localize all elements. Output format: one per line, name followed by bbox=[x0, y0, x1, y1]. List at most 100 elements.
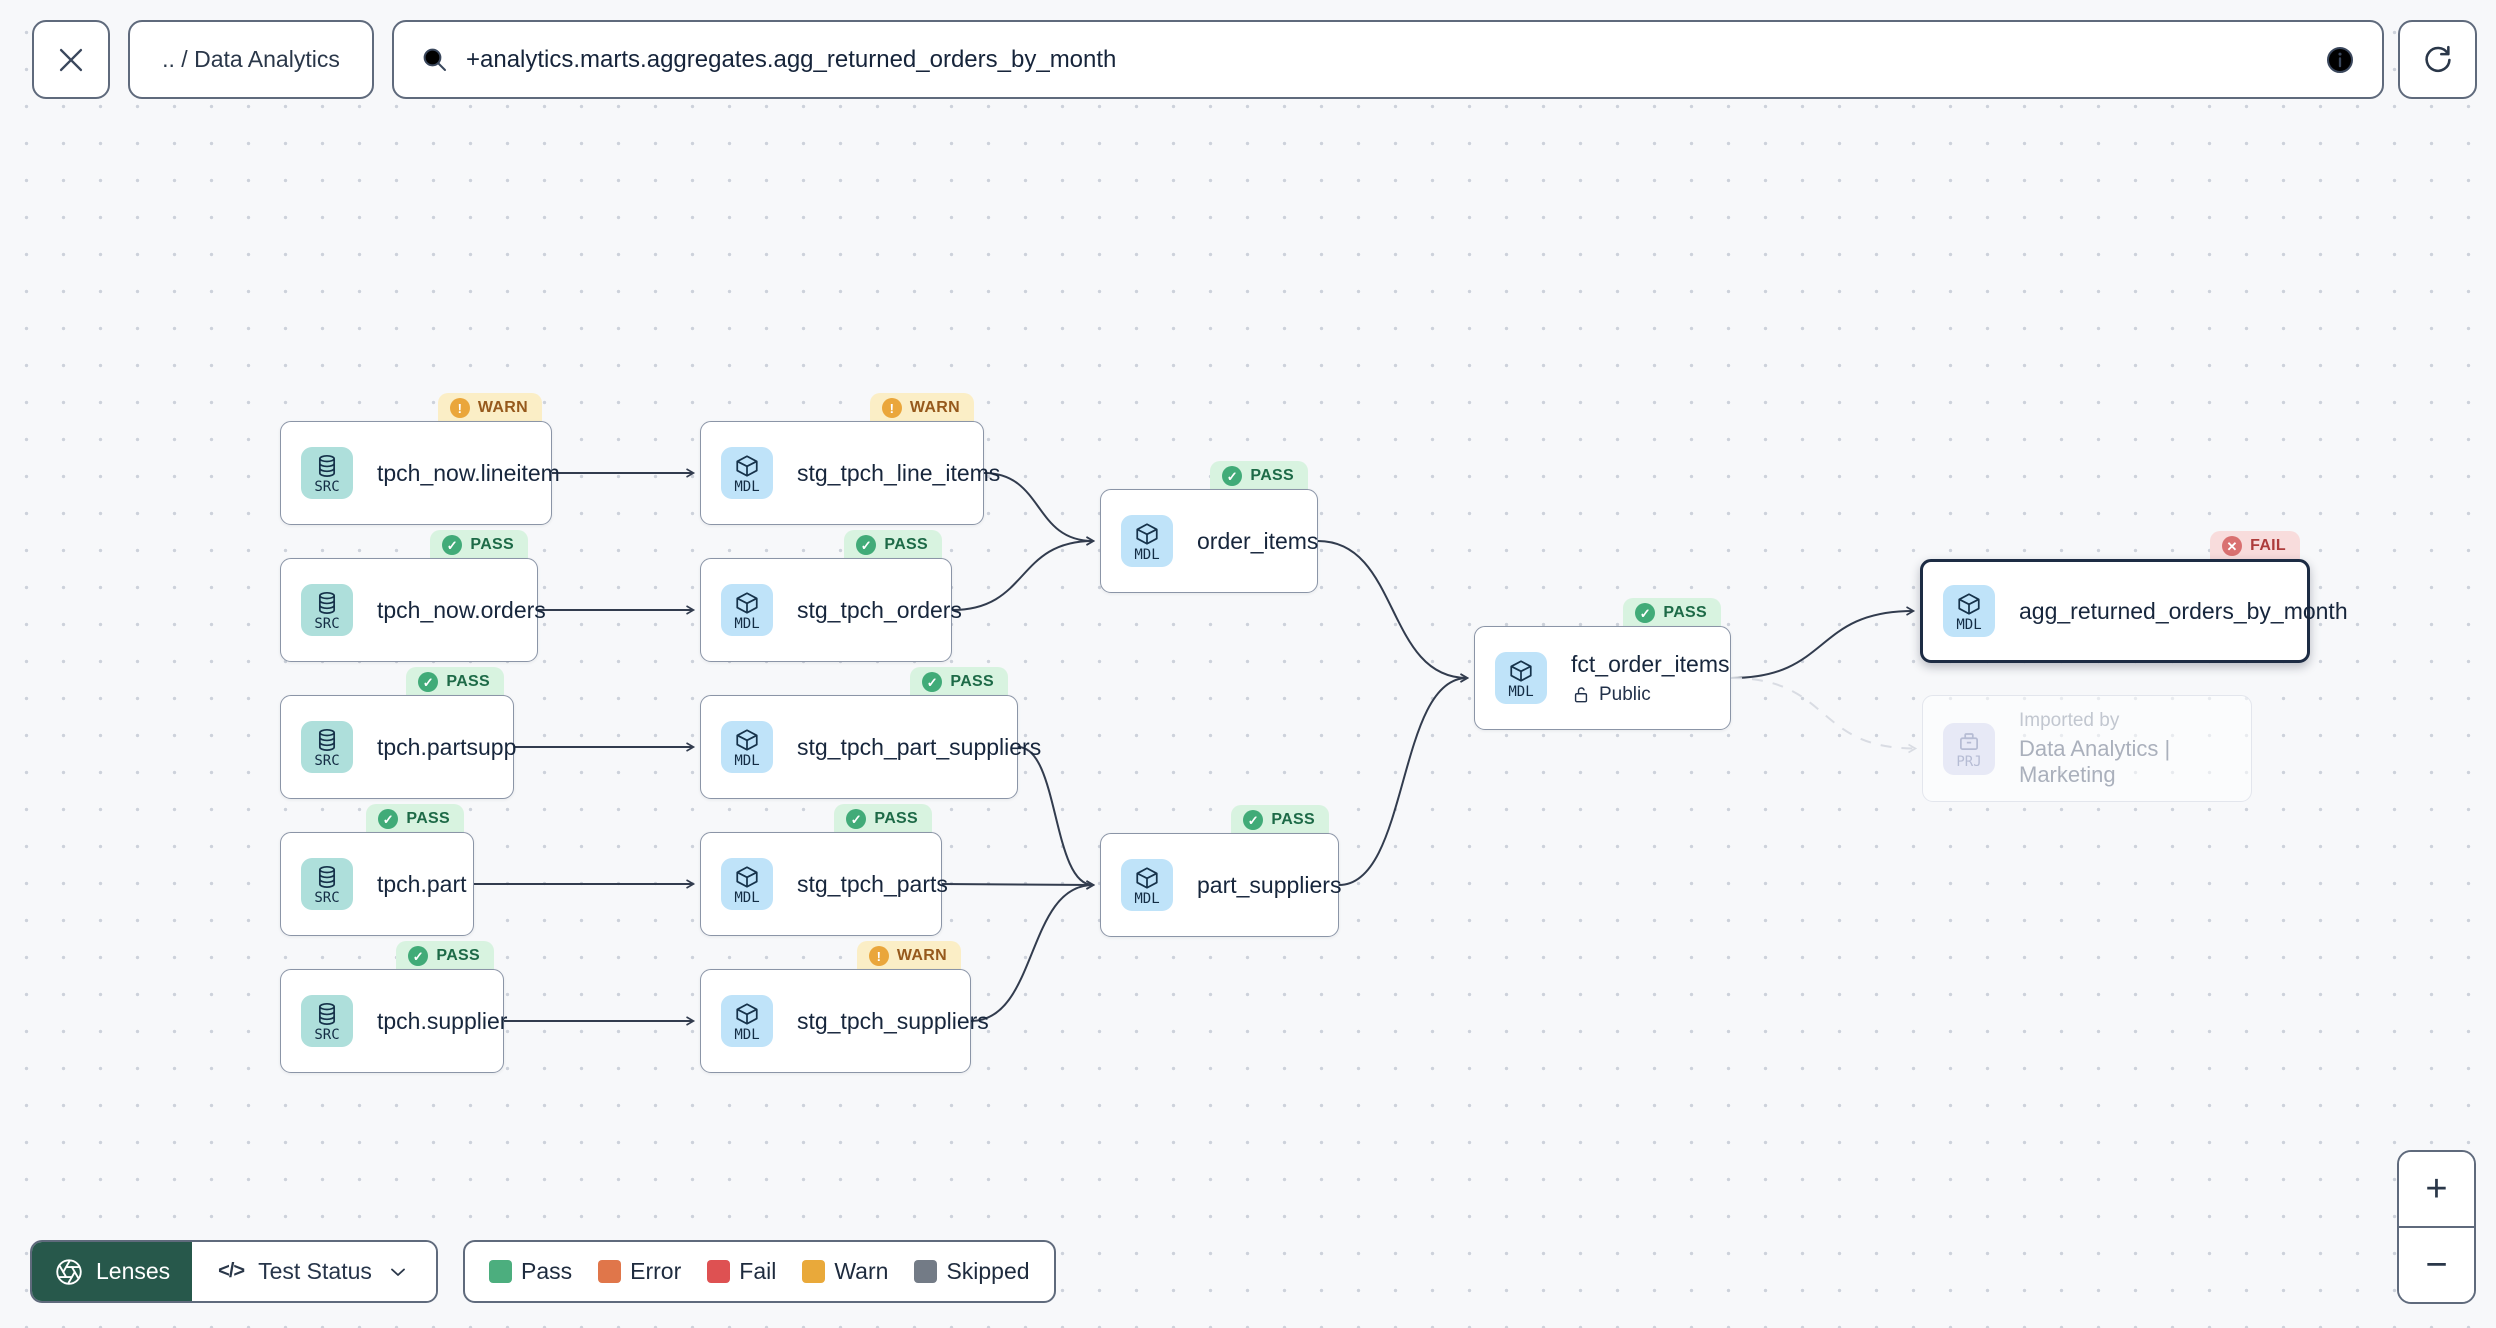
legend-label: Warn bbox=[834, 1258, 889, 1284]
node-body[interactable]: MDL fct_order_items Public bbox=[1474, 626, 1731, 730]
node-part_suppliers: ✓ PASS MDL part_suppliers bbox=[1100, 805, 1341, 937]
node-title: fct_order_items bbox=[1571, 650, 1730, 677]
node-type-label: MDL bbox=[734, 1026, 760, 1043]
node-type-label: SRC bbox=[314, 1026, 340, 1043]
node-type-label: SRC bbox=[314, 889, 340, 906]
status-dot-icon: ✓ bbox=[408, 946, 429, 966]
breadcrumb[interactable]: .. / Data Analytics bbox=[128, 20, 374, 99]
legend-swatch-icon bbox=[489, 1260, 512, 1283]
node-type-chip: SRC bbox=[301, 584, 353, 636]
lenses-control: Lenses </> Test Status bbox=[30, 1240, 438, 1303]
close-button[interactable] bbox=[32, 20, 110, 99]
node-type-chip: SRC bbox=[301, 858, 353, 910]
legend-label: Fail bbox=[739, 1258, 777, 1284]
node-type-label: MDL bbox=[1508, 683, 1534, 700]
model-cube-icon bbox=[1958, 592, 1980, 615]
status-dot-icon: ! bbox=[868, 946, 889, 966]
legend-swatch-icon bbox=[802, 1260, 826, 1283]
node-title: tpch_now.orders bbox=[377, 596, 546, 623]
node-text: stg_tpch_orders bbox=[797, 597, 962, 624]
status-dot-icon: ✓ bbox=[1243, 810, 1264, 830]
node-body[interactable]: MDL stg_tpch_suppliers bbox=[700, 969, 989, 1073]
status-label: WARN bbox=[896, 947, 947, 964]
status-label: PASS bbox=[406, 810, 450, 827]
node-title: part_suppliers bbox=[1197, 871, 1342, 898]
aperture-icon bbox=[56, 1258, 82, 1285]
node-body[interactable]: SRC tpch_now.orders bbox=[280, 558, 546, 662]
node-title: tpch.part bbox=[377, 870, 467, 897]
status-label: PASS bbox=[470, 536, 514, 553]
search-input[interactable] bbox=[466, 45, 2308, 74]
project-icon bbox=[1960, 733, 1978, 750]
lens-select[interactable]: </> Test Status bbox=[192, 1242, 436, 1301]
node-body[interactable]: MDL stg_tpch_orders bbox=[700, 558, 962, 662]
edge-part_suppliers-to-fct_order_items bbox=[1338, 673, 1470, 886]
node-type-chip: MDL bbox=[1121, 859, 1173, 911]
node-text: part_suppliers bbox=[1197, 872, 1341, 899]
node-text: tpch_now.orders bbox=[377, 597, 546, 624]
node-type-label: SRC bbox=[314, 478, 340, 495]
status-label: PASS bbox=[874, 810, 918, 827]
zoom-in-button[interactable]: + bbox=[2399, 1152, 2474, 1228]
refresh-icon bbox=[2424, 45, 2451, 72]
node-text: stg_tpch_suppliers bbox=[797, 1008, 989, 1035]
model-cube-icon bbox=[736, 591, 758, 614]
node-text: stg_tpch_line_items bbox=[797, 460, 1000, 487]
node-title: stg_tpch_parts bbox=[797, 870, 948, 897]
legend-item-warn: Warn bbox=[802, 1258, 888, 1285]
node-stg_tpch_suppliers: ! WARN MDL stg_tpch_suppliers bbox=[700, 941, 989, 1073]
node-type-label: MDL bbox=[734, 478, 760, 495]
node-type-chip: SRC bbox=[301, 447, 353, 499]
node-body[interactable]: SRC tpch.part bbox=[280, 832, 474, 936]
legend-swatch-icon bbox=[914, 1260, 938, 1283]
lenses-button[interactable]: Lenses bbox=[32, 1242, 193, 1301]
search-bar[interactable] bbox=[392, 20, 2384, 99]
status-dot-icon: ✓ bbox=[1635, 603, 1656, 623]
node-type-chip: MDL bbox=[721, 584, 773, 636]
status-label: PASS bbox=[1271, 811, 1315, 828]
node-title: tpch_now.lineitem bbox=[377, 459, 560, 486]
lens-selected-value: Test Status bbox=[258, 1258, 372, 1284]
model-cube-icon bbox=[736, 728, 758, 751]
node-body[interactable]: SRC tpch_now.lineitem bbox=[280, 421, 560, 525]
node-type-label: MDL bbox=[734, 889, 760, 906]
status-label: PASS bbox=[1663, 604, 1707, 621]
info-icon[interactable] bbox=[2324, 44, 2356, 76]
node-body[interactable]: MDL stg_tpch_parts bbox=[700, 832, 948, 936]
status-dot-icon: ✓ bbox=[442, 535, 463, 555]
refresh-button[interactable] bbox=[2398, 20, 2477, 99]
node-body[interactable]: MDL part_suppliers bbox=[1100, 833, 1341, 937]
node-body[interactable]: MDL stg_tpch_line_items bbox=[700, 421, 1000, 525]
node-tpch_now_orders: ✓ PASS SRC tpch_now.orders bbox=[280, 530, 546, 662]
node-body[interactable]: MDL order_items bbox=[1100, 489, 1318, 593]
status-label: WARN bbox=[477, 399, 528, 416]
node-text: tpch.partsupp bbox=[377, 734, 516, 761]
node-type-chip: MDL bbox=[1121, 515, 1173, 567]
zoom-out-button[interactable]: − bbox=[2399, 1228, 2474, 1302]
node-type-chip: MDL bbox=[721, 721, 773, 773]
status-label: PASS bbox=[1250, 467, 1294, 484]
node-title: order_items bbox=[1197, 527, 1319, 554]
legend-item-fail: Fail bbox=[707, 1258, 776, 1285]
status-label: PASS bbox=[950, 673, 994, 690]
node-type-label: PRJ bbox=[1956, 754, 1982, 770]
status-label: PASS bbox=[446, 673, 490, 690]
node-visibility: Public bbox=[1571, 684, 1730, 706]
status-label: WARN bbox=[909, 399, 960, 416]
status-dot-icon: ✓ bbox=[856, 535, 877, 555]
model-cube-icon bbox=[1136, 866, 1158, 889]
legend-swatch-icon bbox=[707, 1260, 731, 1283]
edge-stg_tpch_orders-to-order_items bbox=[951, 536, 1096, 611]
code-icon: </> bbox=[218, 1260, 245, 1282]
node-title: stg_tpch_orders bbox=[797, 596, 962, 623]
